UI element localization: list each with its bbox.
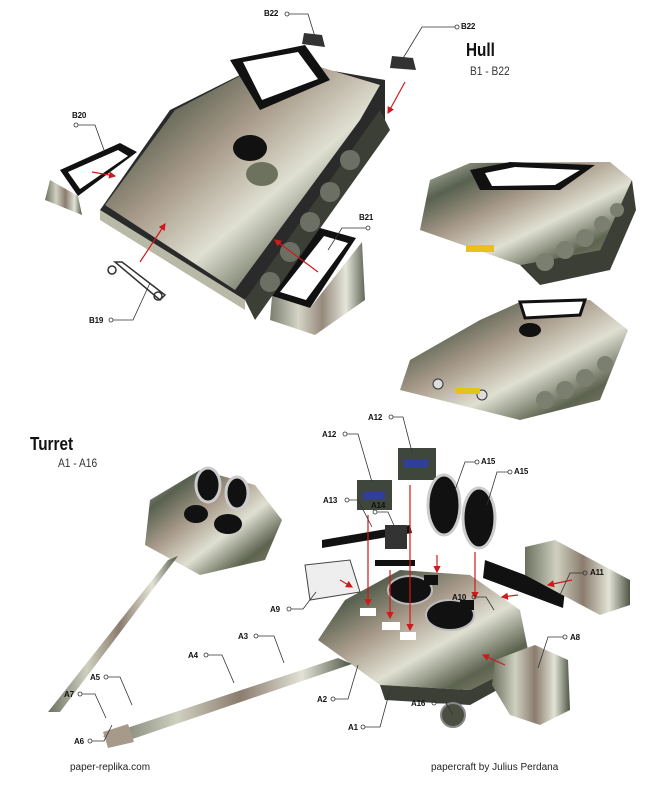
part-b22-left xyxy=(302,33,325,47)
label-a13: A13 xyxy=(323,496,338,505)
label-b20: B20 xyxy=(72,111,87,120)
part-a11 xyxy=(525,540,630,615)
label-a2: A2 xyxy=(317,695,327,704)
designer-credit: papercraft by Julius Perdana xyxy=(431,762,559,773)
label-a9: A9 xyxy=(270,605,280,614)
hull-main-view xyxy=(100,45,390,320)
label-a3: A3 xyxy=(238,632,248,641)
label-a4: A4 xyxy=(188,651,198,660)
part-a12-left xyxy=(357,480,392,510)
turret-assembled-view xyxy=(48,466,282,712)
label-a15: A15 xyxy=(514,467,529,476)
part-b21 xyxy=(270,228,365,335)
part-a12-right xyxy=(398,448,436,480)
hull-front-view xyxy=(400,298,628,420)
hull-range: B1 - B22 xyxy=(470,64,510,78)
label-a12: A12 xyxy=(322,430,337,439)
label-a15: A15 xyxy=(481,457,496,466)
part-a15-right xyxy=(461,486,497,550)
label-a16: A16 xyxy=(411,699,426,708)
part-b20 xyxy=(45,143,137,215)
site-credit: paper-replika.com xyxy=(70,762,151,773)
leader-lines xyxy=(73,11,588,744)
label-a12: A12 xyxy=(368,413,383,422)
hull-title: Hull xyxy=(466,40,495,60)
turret-title: Turret xyxy=(30,434,74,454)
part-a8 xyxy=(492,645,570,725)
label-b22: B22 xyxy=(264,9,279,18)
part-a15-left xyxy=(426,473,462,537)
part-a9 xyxy=(304,559,361,601)
part-a13-a14 xyxy=(322,525,415,566)
label-a6: A6 xyxy=(74,737,84,746)
label-b21: B21 xyxy=(359,213,374,222)
turret-range: A1 - A16 xyxy=(58,456,98,470)
label-a5: A5 xyxy=(90,673,100,682)
part-b19 xyxy=(107,261,167,302)
label-b22: B22 xyxy=(461,22,476,31)
label-a14: A14 xyxy=(371,501,386,510)
assembly-arrows xyxy=(339,485,573,666)
label-a11: A11 xyxy=(590,568,604,577)
label-a8: A8 xyxy=(570,633,580,642)
label-a10: A10 xyxy=(452,593,467,602)
part-b22-right xyxy=(390,56,416,70)
part-a10 xyxy=(483,560,565,608)
label-a1: A1 xyxy=(348,723,358,732)
label-b19: B19 xyxy=(89,316,104,325)
label-a7: A7 xyxy=(64,690,74,699)
hull-rear-view xyxy=(420,162,636,285)
